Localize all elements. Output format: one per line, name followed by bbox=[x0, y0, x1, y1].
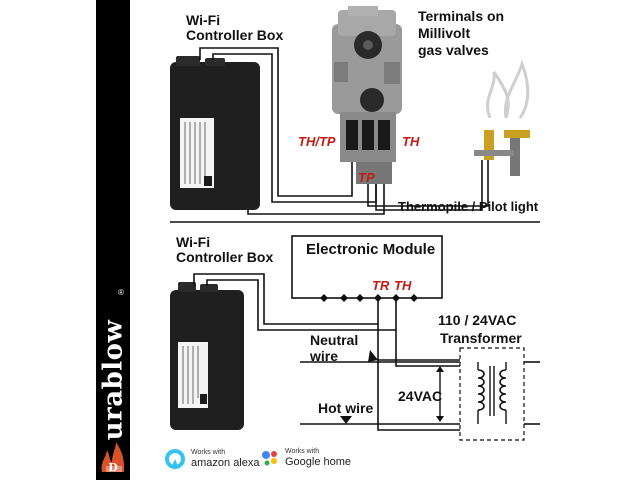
neutral-arrow-icon bbox=[368, 350, 378, 362]
alexa-icon bbox=[165, 449, 185, 469]
google-top-text: Works with bbox=[285, 448, 320, 455]
controller-label-bottom-1: Wi-Fi bbox=[176, 234, 211, 250]
google-badge: Works with Google home bbox=[260, 448, 351, 468]
terminal-tp: TP bbox=[358, 170, 375, 185]
wifi-logo-top bbox=[204, 176, 212, 186]
brand-strip bbox=[96, 0, 130, 480]
hot-arrow-icon bbox=[340, 416, 352, 424]
alexa-bottom-text: amazon alexa bbox=[191, 457, 260, 469]
trademark-mark: ® bbox=[118, 288, 124, 297]
terminals-label-1: Terminals on bbox=[418, 8, 505, 24]
neutral-label-1: Neutral bbox=[310, 332, 359, 348]
controller-box-bottom-clip bbox=[178, 282, 196, 292]
google-bottom-text: Google home bbox=[285, 456, 352, 468]
controller-box-top-tab bbox=[205, 58, 225, 66]
transformer-label-1: 110 / 24VAC bbox=[438, 312, 517, 328]
neutral-label-2: wire bbox=[310, 348, 339, 364]
svg-text:D: D bbox=[108, 461, 118, 474]
pilot-assembly bbox=[474, 130, 530, 176]
controller-label-top-1: Wi-Fi bbox=[186, 12, 221, 28]
bottom-wires bbox=[193, 273, 540, 431]
google-assistant-icon bbox=[262, 451, 277, 466]
alexa-top-text: Works with bbox=[191, 449, 226, 456]
sticker-top-text-lines bbox=[184, 122, 206, 184]
terminal-th-module: TH bbox=[394, 278, 412, 293]
terminal-tr: TR bbox=[372, 278, 390, 293]
controller-label-bottom-2: Controller Box bbox=[176, 249, 274, 265]
gas-valve bbox=[332, 6, 402, 184]
transformer bbox=[459, 347, 525, 441]
controller-box-bottom-tab bbox=[200, 284, 218, 292]
controller-label-top-2: Controller Box bbox=[186, 27, 284, 43]
controller-box-top-clip bbox=[176, 56, 200, 66]
wifi-logo-bottom bbox=[200, 394, 207, 404]
terminals-label-3: gas valves bbox=[418, 42, 489, 58]
module-title: Electronic Module bbox=[306, 241, 436, 258]
thermopile-label: Thermopile / Pilot light bbox=[398, 199, 539, 214]
terminal-th-tp: TH/TP bbox=[298, 134, 336, 149]
transformer-label-2: Transformer bbox=[440, 330, 522, 346]
pilot-flame-icon bbox=[486, 59, 530, 119]
voltage-label: 24VAC bbox=[398, 388, 443, 404]
terminal-th: TH bbox=[402, 134, 420, 149]
brand-flame-icon: D bbox=[101, 442, 125, 474]
voltage-arrow-up-icon bbox=[436, 366, 444, 372]
terminals-label-2: Millivolt bbox=[418, 25, 471, 41]
alexa-badge: Works with amazon alexa bbox=[164, 448, 260, 470]
sticker-bottom-text-lines bbox=[182, 346, 199, 404]
electronic-module bbox=[291, 235, 443, 299]
voltage-arrow-down-icon bbox=[436, 416, 444, 422]
hot-wire-label: Hot wire bbox=[318, 400, 374, 416]
